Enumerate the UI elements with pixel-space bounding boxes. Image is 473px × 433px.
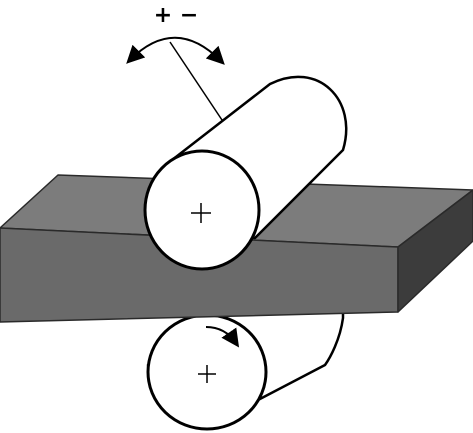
tilt-sign-label: + −	[154, 3, 199, 28]
bottom-roller-center-icon	[198, 365, 216, 383]
bottom-roller	[146, 288, 345, 431]
top-roller-end-face	[143, 149, 261, 271]
top-roller-center-icon	[191, 203, 211, 223]
tilt-arrow-icon	[126, 36, 225, 65]
top-roller	[143, 75, 348, 271]
slab-side-face	[397, 189, 473, 313]
rotation-arrow-icon	[205, 326, 240, 348]
